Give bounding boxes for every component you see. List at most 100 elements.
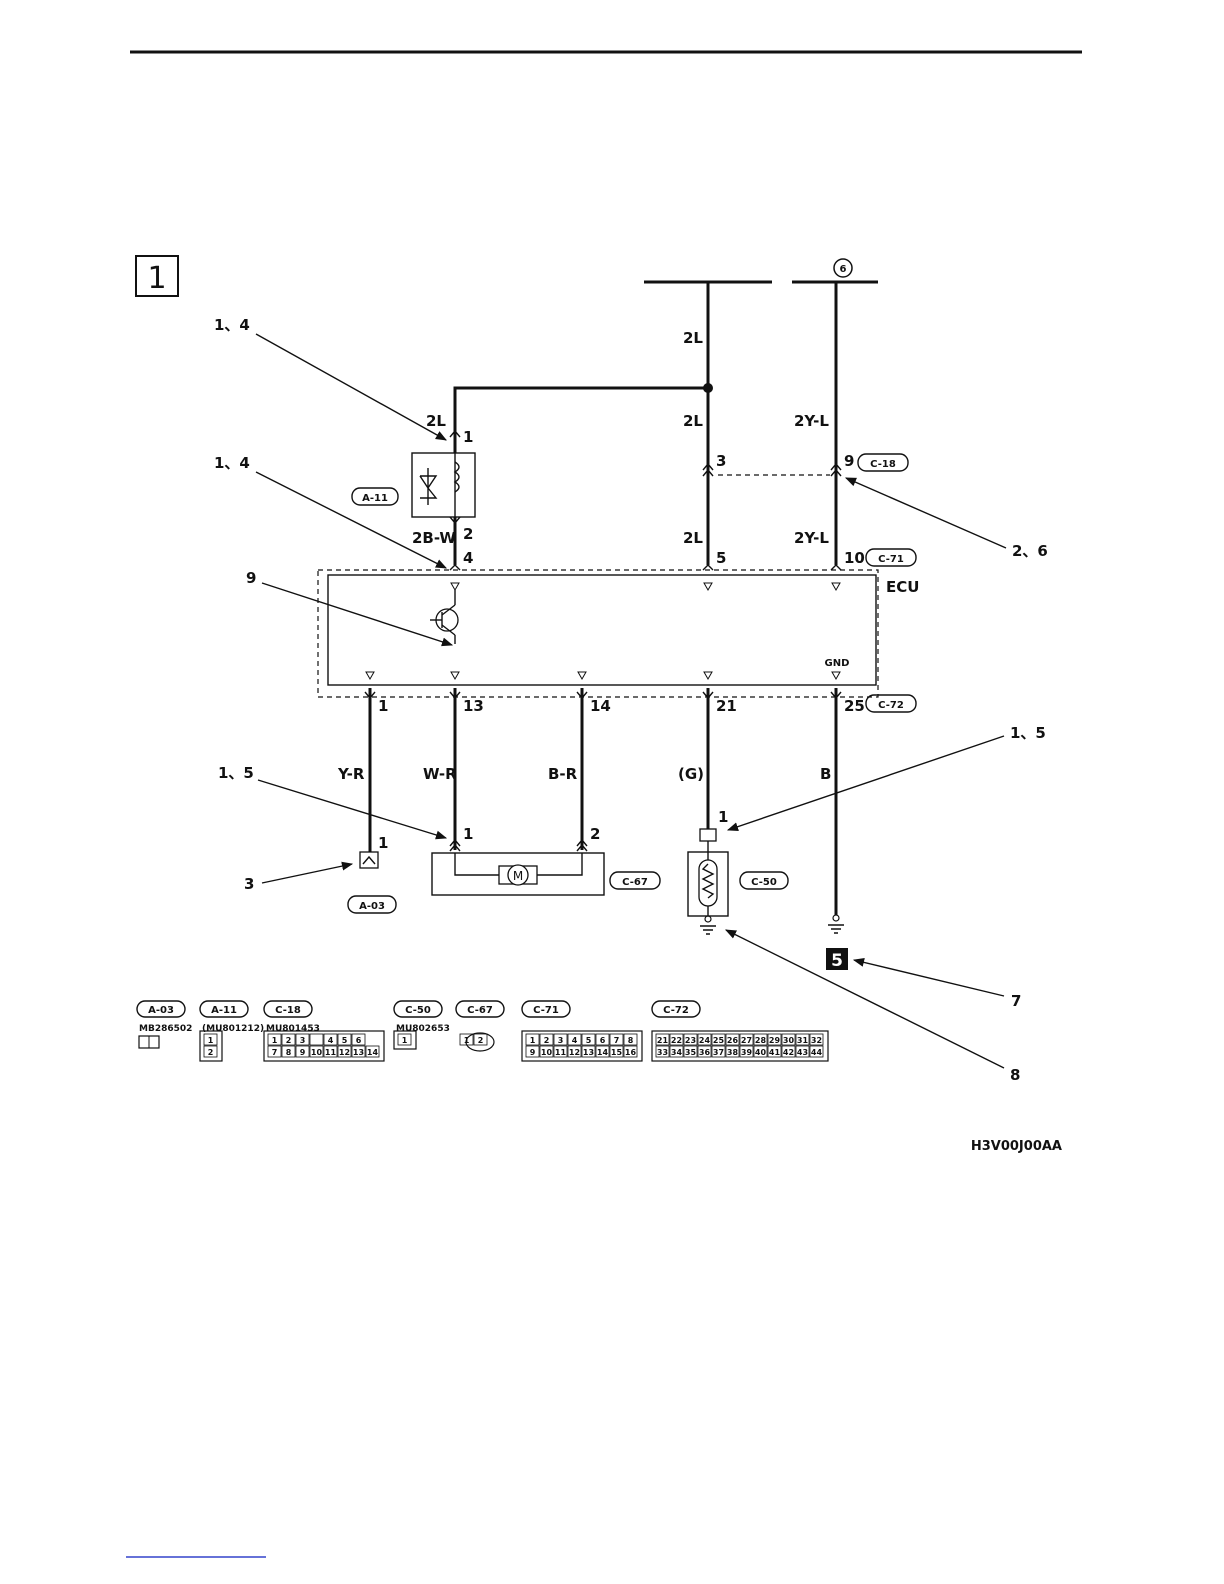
svg-text:2: 2 xyxy=(590,825,600,843)
callout-7: 7 xyxy=(1011,992,1021,1010)
sensor-a03 xyxy=(359,851,379,869)
legend-pin: 34 xyxy=(671,1048,683,1057)
pin-numbers: 1 2 4 3 9 5 10 1 13 14 21 25 1 1 2 1 xyxy=(378,428,865,852)
legend-pin: 30 xyxy=(783,1036,795,1045)
legend-pin: 12 xyxy=(569,1048,580,1057)
legend-code: A-03 xyxy=(148,1005,174,1016)
legend-pin: 28 xyxy=(755,1036,767,1045)
svg-text:C-67: C-67 xyxy=(622,877,648,888)
wire-label: (G) xyxy=(678,765,704,783)
legend-pin: 25 xyxy=(713,1036,725,1045)
legend-pin: 42 xyxy=(783,1048,794,1057)
legend-code: A-11 xyxy=(211,1005,237,1016)
legend-pin: 11 xyxy=(325,1048,337,1057)
relay-a11 xyxy=(411,452,476,518)
svg-text:A-11: A-11 xyxy=(362,493,388,504)
legend-pin: 13 xyxy=(583,1048,594,1057)
legend-pin: 16 xyxy=(625,1048,637,1057)
legend-pin: 1 xyxy=(530,1036,536,1045)
wire-label: B xyxy=(820,765,831,783)
callout-9: 9 xyxy=(246,569,256,587)
svg-text:13: 13 xyxy=(463,697,484,715)
c50-label-tag: C-50 xyxy=(739,871,789,890)
svg-text:5: 5 xyxy=(716,549,726,567)
legend-pin: 11 xyxy=(555,1048,567,1057)
callout-3: 3 xyxy=(244,875,254,893)
c72-label-tag: C-72 xyxy=(865,694,917,713)
svg-text:1: 1 xyxy=(378,834,388,852)
callout-1-4-mid: 1、4 xyxy=(214,454,250,472)
ground-b xyxy=(828,914,844,934)
svg-text:2: 2 xyxy=(463,525,473,543)
legend-pin: 5 xyxy=(342,1036,348,1045)
svg-text:A-03: A-03 xyxy=(359,901,385,912)
wire-label: Y-R xyxy=(337,765,365,783)
legend-pin: 14 xyxy=(367,1048,379,1057)
legend-code: C-67 xyxy=(467,1005,493,1016)
ground-block-5: 5 xyxy=(826,948,848,971)
svg-text:1: 1 xyxy=(718,808,728,826)
svg-text:25: 25 xyxy=(844,697,865,715)
svg-text:5: 5 xyxy=(831,951,843,971)
legend-part-number: MU802653 xyxy=(396,1024,450,1034)
wire-label: 2L xyxy=(683,529,703,547)
legend-pin: 8 xyxy=(286,1048,292,1057)
callouts: 1、4 1、4 9 2、6 1、5 1、5 3 7 8 xyxy=(214,316,1048,1084)
section-number-box: 1 xyxy=(135,255,179,297)
svg-text:1: 1 xyxy=(378,697,388,715)
svg-text:14: 14 xyxy=(590,697,611,715)
c71-label-tag: C-71 xyxy=(865,548,917,567)
a11-label-tag: A-11 xyxy=(351,487,399,506)
legend-pin: 2 xyxy=(544,1036,550,1045)
wire-label: 2L xyxy=(683,329,703,347)
legend-code: C-72 xyxy=(663,1005,689,1016)
legend-part-number: (MU801212) xyxy=(202,1024,264,1034)
legend-pin: 33 xyxy=(657,1048,668,1057)
legend-pin: 12 xyxy=(339,1048,350,1057)
motor-c67: M xyxy=(431,852,605,896)
connector-legend: A-03MB286502A-11(MU801212)12C-18MU801453… xyxy=(136,1000,829,1062)
legend-code: C-18 xyxy=(275,1005,301,1016)
legend-pin: 44 xyxy=(811,1048,823,1057)
legend-pin: 23 xyxy=(685,1036,696,1045)
wire-label: 2L xyxy=(426,412,446,430)
svg-text:21: 21 xyxy=(716,697,737,715)
legend-pin: 4 xyxy=(572,1036,578,1045)
svg-text:C-71: C-71 xyxy=(878,554,904,565)
legend-pin: 9 xyxy=(300,1048,306,1057)
wire-label: 2B-W xyxy=(412,529,456,547)
wire-labels: 2L 2L 2L 2Y-L 2B-W 2L 2Y-L Y-R W-R B-R (… xyxy=(337,329,831,783)
svg-text:1: 1 xyxy=(463,825,473,843)
legend-pin: 29 xyxy=(769,1036,781,1045)
legend-pin: 2 xyxy=(208,1048,214,1057)
legend-pin: 35 xyxy=(685,1048,697,1057)
legend-pin: 3 xyxy=(558,1036,564,1045)
legend-code: C-50 xyxy=(405,1005,431,1016)
callout-1-5-left: 1、5 xyxy=(218,764,254,782)
wire-label: 2Y-L xyxy=(794,412,829,430)
legend-pin: 14 xyxy=(597,1048,609,1057)
ground-point-number: 6 xyxy=(840,264,847,275)
legend-pin: 38 xyxy=(727,1048,739,1057)
legend-part-number: MU801453 xyxy=(266,1024,320,1034)
gnd-label: GND xyxy=(825,658,850,669)
legend-pin: 26 xyxy=(727,1036,739,1045)
svg-text:C-72: C-72 xyxy=(878,700,904,711)
legend-pin: 43 xyxy=(797,1048,808,1057)
legend-pin: 39 xyxy=(741,1048,753,1057)
legend-part-number: MB286502 xyxy=(139,1024,192,1034)
legend-pin: 4 xyxy=(328,1036,334,1045)
ecu-outline xyxy=(317,569,879,698)
wire-label: B-R xyxy=(548,765,578,783)
connector-chevrons xyxy=(364,429,842,852)
ecu-pin-markers xyxy=(365,582,841,681)
legend-pin: 3 xyxy=(300,1036,306,1045)
wire-2l-branch xyxy=(453,386,708,565)
legend-pin: 13 xyxy=(353,1048,364,1057)
svg-text:1: 1 xyxy=(463,428,473,446)
